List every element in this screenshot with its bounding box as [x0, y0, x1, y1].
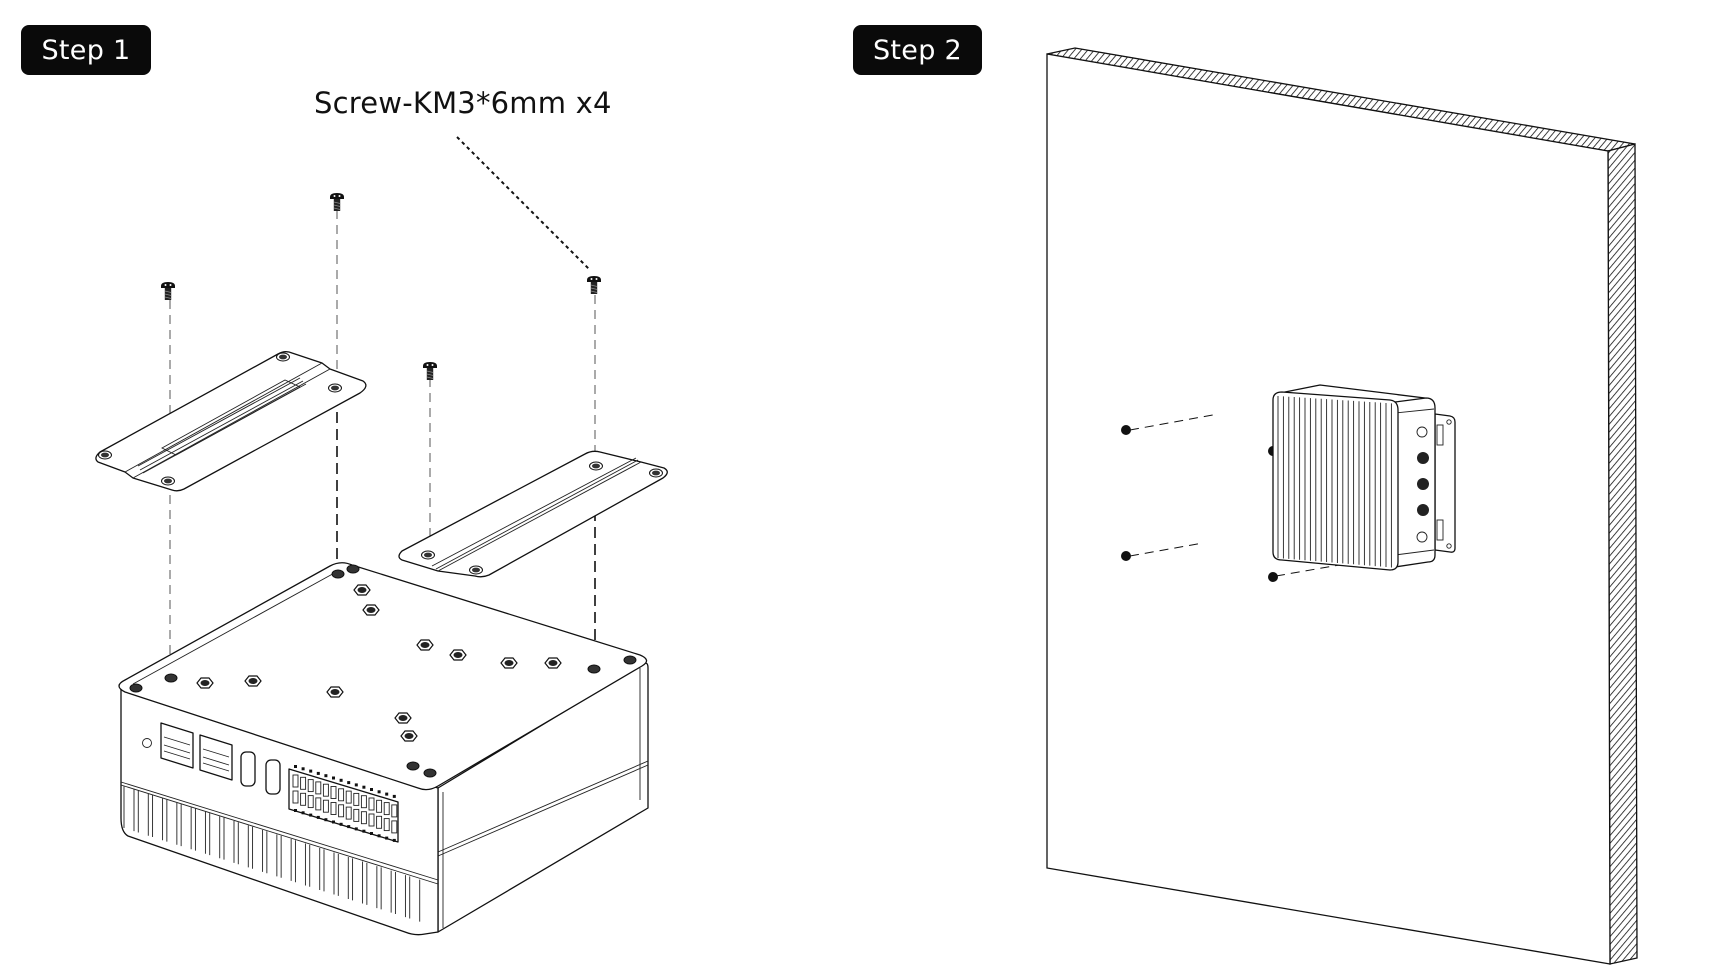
hex-nut-icon — [400, 730, 418, 742]
screw-hole-icon — [346, 564, 360, 574]
device-top-fasteners — [129, 564, 637, 778]
wall-side-edge — [1607, 143, 1638, 965]
fin — [194, 808, 206, 854]
fin — [337, 853, 349, 900]
fin — [366, 862, 378, 909]
antenna-connector-icon — [1417, 504, 1429, 516]
port-icon — [1416, 426, 1428, 438]
hex-nut-icon — [449, 649, 467, 661]
hex-nut-icon — [244, 675, 262, 687]
fin — [152, 795, 164, 841]
hex-nut-icon — [394, 712, 412, 724]
usb-port-icon — [199, 734, 233, 781]
fin — [266, 831, 278, 877]
antenna-connector-icon — [1417, 452, 1429, 464]
hdmi-port-icon — [265, 759, 281, 795]
screw-hole-icon — [331, 569, 345, 579]
screw-icon — [1268, 572, 1278, 582]
usb-port-icon — [160, 722, 194, 769]
step-2-badge: Step 2 — [853, 25, 982, 75]
callout-leader-line — [456, 136, 591, 271]
step-2-label: Step 2 — [872, 34, 963, 66]
port-icon — [1416, 531, 1428, 543]
device-heatsink-face — [1272, 391, 1399, 571]
fin — [223, 817, 235, 863]
antenna-connector-icon — [1417, 478, 1429, 490]
screw-hole-icon — [423, 768, 437, 778]
screw-icon — [1121, 425, 1131, 435]
step-1-badge: Step 1 — [21, 25, 151, 75]
alignment-line — [1129, 542, 1204, 557]
fin — [137, 790, 149, 836]
device-ports — [142, 722, 399, 843]
heatsink-fins — [123, 786, 421, 922]
fin — [123, 786, 135, 832]
screw-hole-icon — [406, 761, 420, 771]
step-1-illustration — [95, 136, 668, 936]
step-2-illustration — [1046, 47, 1638, 965]
fin — [309, 844, 321, 890]
screw-icon — [329, 192, 345, 212]
heatsink-fins — [1277, 396, 1392, 568]
fin — [237, 822, 249, 868]
fin — [409, 876, 421, 922]
hex-nut-icon — [500, 657, 518, 669]
wall-bracket — [1434, 413, 1456, 553]
device-step-1 — [118, 562, 649, 936]
fin — [180, 804, 192, 850]
screw-hole-icon — [129, 683, 143, 693]
fin — [323, 849, 335, 895]
screw-hole-icon — [623, 655, 637, 665]
step-1-label: Step 1 — [41, 34, 131, 66]
hex-nut-icon — [362, 604, 380, 616]
hex-nut-icon — [416, 639, 434, 651]
device-step-2 — [1272, 384, 1456, 571]
screw-icon — [422, 361, 438, 381]
fin — [380, 867, 392, 913]
hdmi-port-icon — [240, 751, 256, 787]
device-side-panel — [1394, 397, 1436, 568]
screw-spec-callout: Screw-KM3*6mm x4 — [314, 86, 612, 120]
fin — [252, 826, 264, 872]
hex-nut-icon — [196, 677, 214, 689]
hex-nut-icon — [353, 584, 371, 596]
mounting-bracket-right — [398, 450, 668, 578]
screw-hole-icon — [164, 673, 178, 683]
fin — [280, 835, 292, 881]
fin — [394, 871, 406, 918]
fin — [294, 840, 306, 886]
bracket-hole — [1446, 543, 1452, 549]
power-button-icon — [142, 738, 152, 748]
fin — [166, 799, 178, 845]
alignment-line — [1275, 563, 1346, 577]
hex-nut-icon — [326, 686, 344, 698]
hex-nut-icon — [544, 657, 562, 669]
bracket-hole — [1446, 419, 1452, 425]
screw-hole-icon — [587, 664, 601, 674]
mounting-bracket-left — [95, 351, 367, 492]
screw-icon — [1121, 551, 1131, 561]
screw-icon — [586, 275, 602, 295]
screw-icon — [160, 281, 176, 301]
fin — [352, 858, 364, 904]
fin — [209, 813, 221, 859]
